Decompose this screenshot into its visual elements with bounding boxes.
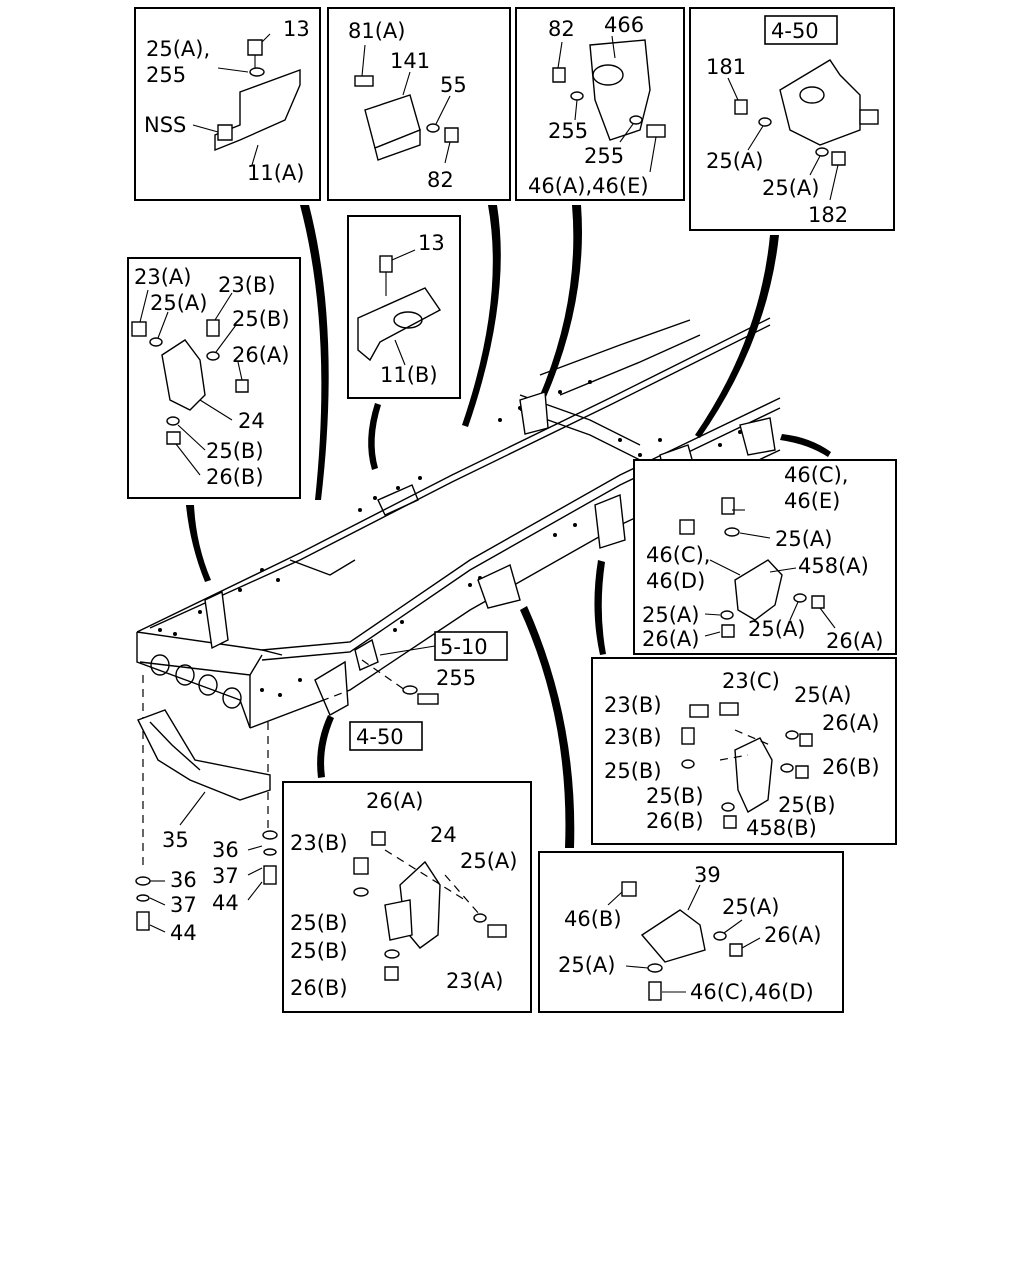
crossmember-35 — [135, 709, 278, 933]
label-23c: 23(C) — [722, 669, 780, 693]
panel-24-lower: 26(A) 24 23(B) 25(A) 25(B) 25(B) 26(B) 2… — [282, 781, 532, 1013]
label-44-right: 44 — [212, 891, 239, 915]
ref-4-50-panel[interactable]: 4-50 — [771, 19, 819, 43]
label-37-right: 37 — [212, 864, 239, 888]
label-25a-2: 25(A) — [558, 953, 615, 977]
label-81a: 81(A) — [348, 19, 405, 43]
label-26a: 26(A) — [366, 789, 423, 813]
callout-arcs — [186, 205, 831, 848]
label-141: 141 — [390, 49, 430, 73]
label-26b: 26(B) — [206, 465, 264, 489]
panel-458a: 46(C), 46(E) 25(A) 46(C), 46(D) 458(A) 2… — [633, 459, 897, 655]
label-46ae: 46(A),46(E) — [528, 174, 649, 198]
ref-5-10[interactable]: 5-10 — [440, 635, 488, 659]
label-25b-2: 25(B) — [290, 939, 348, 963]
label-23a: 23(A) — [134, 265, 191, 289]
label-458a: 458(A) — [798, 554, 869, 578]
label-37-left: 37 — [170, 893, 197, 917]
label-36-left: 36 — [170, 868, 197, 892]
label-25a-2: 25(A) — [762, 176, 819, 200]
label-11a: 11(A) — [247, 161, 304, 185]
label-26b: 26(B) — [290, 976, 348, 1000]
label-13: 13 — [283, 17, 310, 41]
label-25a: 25(A) — [460, 849, 517, 873]
label-255-a: 255 — [548, 119, 588, 143]
ref-box-4-50[interactable] — [349, 721, 423, 751]
label-182: 182 — [808, 203, 848, 227]
label-nss: NSS — [144, 113, 186, 137]
label-25a-2: 25(A) — [642, 603, 699, 627]
panel-39: 39 46(B) 25(A) 26(A) 25(A) 46(C),46(D) — [538, 851, 844, 1013]
ref-box-5-10[interactable] — [434, 631, 508, 661]
label-46c-2: 46(C), — [646, 543, 710, 567]
label-46e: 46(E) — [784, 489, 840, 513]
label-13: 13 — [418, 231, 445, 255]
label-466: 466 — [604, 13, 644, 37]
label-26a-2: 26(A) — [826, 629, 883, 653]
label-26a: 26(A) — [764, 923, 821, 947]
panel-458b: 23(C) 25(A) 23(B) 26(A) 23(B) 25(B) 26(B… — [591, 657, 897, 845]
label-11b: 11(B) — [380, 363, 438, 387]
label-255: 255 — [146, 63, 186, 87]
label-25a: 25(A) — [722, 895, 779, 919]
panel-11b: 13 11(B) — [347, 215, 461, 399]
label-26b: 26(B) — [822, 755, 880, 779]
label-26a: 26(A) — [232, 343, 289, 367]
label-23b: 23(B) — [604, 693, 662, 717]
label-24: 24 — [238, 409, 265, 433]
panel-466: 82 466 255 255 46(A),46(E) — [515, 7, 685, 201]
label-25b: 25(B) — [232, 307, 290, 331]
label-25a: 25(A) — [150, 291, 207, 315]
label-255-b: 255 — [584, 144, 624, 168]
label-46b: 46(B) — [564, 907, 622, 931]
label-25a-3: 25(A) — [748, 617, 805, 641]
main-labels: 5-10 4-50 255 35 36 37 44 36 37 44 — [162, 631, 508, 945]
label-25b-2: 25(B) — [646, 784, 704, 808]
label-255-main: 255 — [436, 666, 476, 690]
label-46cd: 46(C),46(D) — [690, 980, 814, 1004]
label-44-left: 44 — [170, 921, 197, 945]
label-39: 39 — [694, 863, 721, 887]
panel-4-50: 4-50 181 25(A) 25(A) 182 — [689, 7, 895, 231]
label-23b: 23(B) — [218, 273, 276, 297]
label-25b: 25(B) — [604, 759, 662, 783]
label-26b-2: 26(B) — [646, 809, 704, 833]
label-181: 181 — [706, 55, 746, 79]
label-36-right: 36 — [212, 838, 239, 862]
ref-4-50-main[interactable]: 4-50 — [356, 725, 404, 749]
label-25a: 25(A) — [794, 683, 851, 707]
label-26a: 26(A) — [642, 627, 699, 651]
label-25b-2: 25(B) — [206, 439, 264, 463]
panel-24: 23(A) 23(B) 25(A) 25(B) 26(A) 24 25(B) 2… — [127, 257, 301, 499]
label-25a: 25(A) — [775, 527, 832, 551]
panel-141: 81(A) 141 55 82 — [327, 7, 511, 201]
panel-11a: 13 25(A), 255 NSS 11(A) — [134, 7, 321, 201]
label-46d: 46(D) — [646, 569, 705, 593]
ref-box-4-50-panel[interactable] — [764, 15, 838, 45]
label-23b-2: 23(B) — [604, 725, 662, 749]
label-55: 55 — [440, 73, 467, 97]
label-46c: 46(C), — [784, 463, 848, 487]
label-25b: 25(B) — [290, 911, 348, 935]
label-24: 24 — [430, 823, 457, 847]
label-82: 82 — [427, 168, 454, 192]
label-26a: 26(A) — [822, 711, 879, 735]
label-25b-3: 25(B) — [778, 793, 836, 817]
label-25a: 25(A), — [146, 37, 210, 61]
label-23a: 23(A) — [446, 969, 503, 993]
label-82: 82 — [548, 17, 575, 41]
label-458b: 458(B) — [746, 816, 817, 840]
label-23b: 23(B) — [290, 831, 348, 855]
label-35: 35 — [162, 828, 189, 852]
label-25a-1: 25(A) — [706, 149, 763, 173]
